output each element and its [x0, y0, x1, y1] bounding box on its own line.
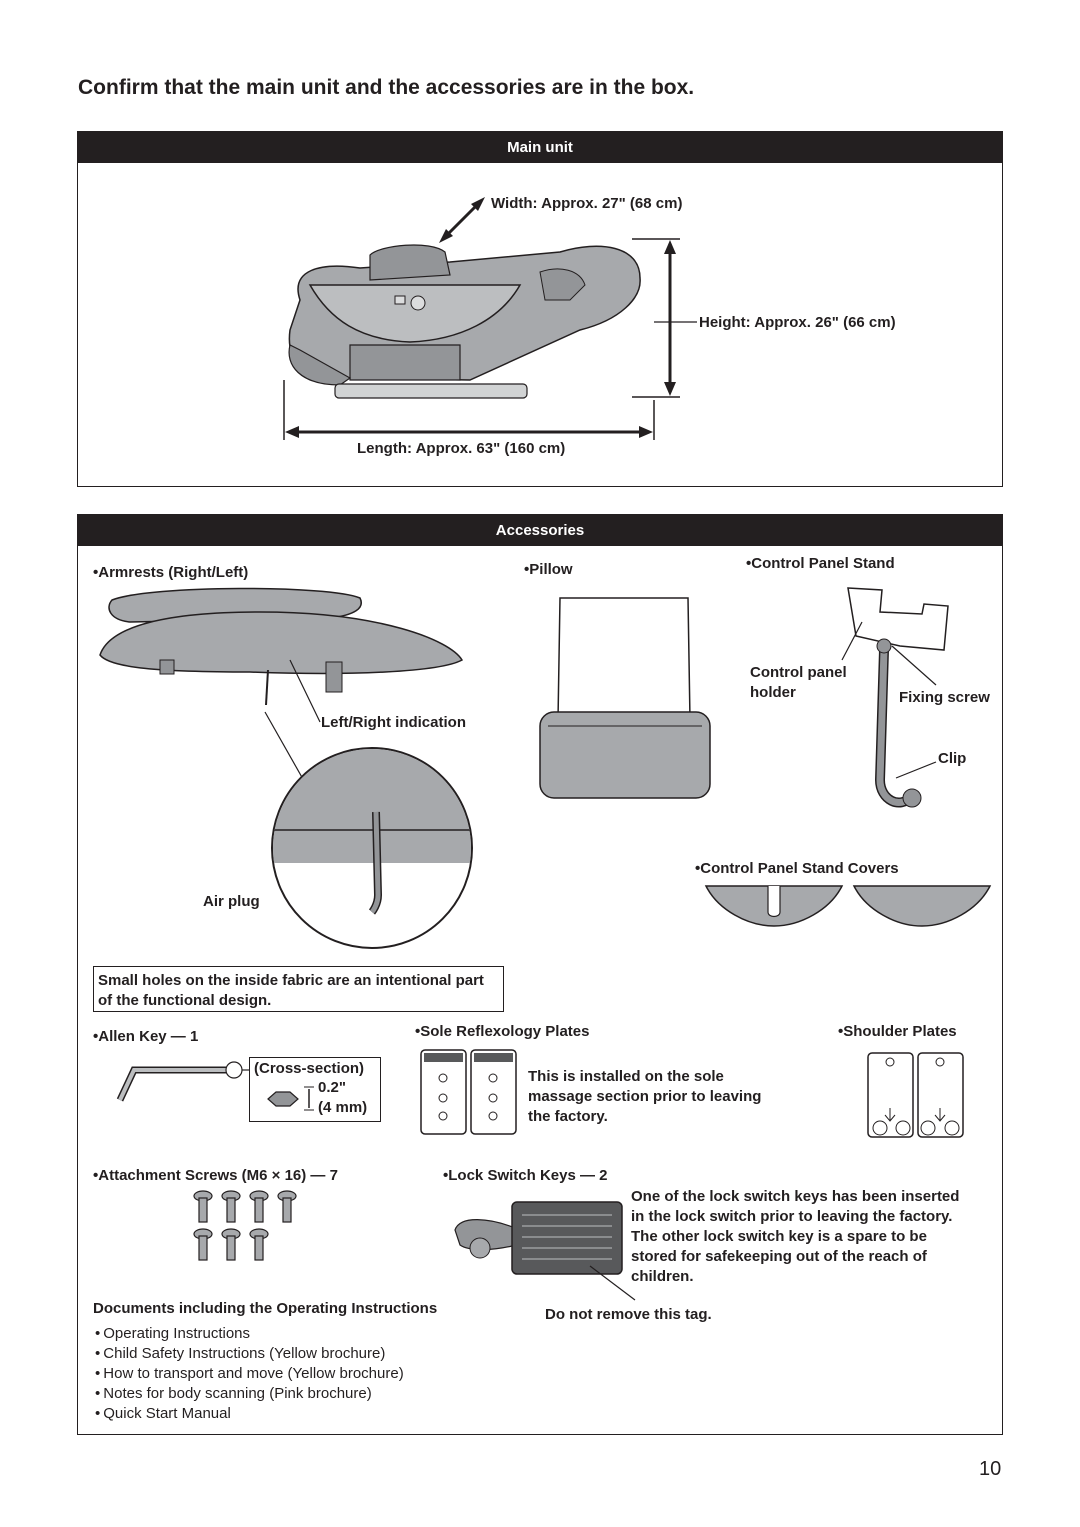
list-item: Operating Instructions: [95, 1324, 404, 1344]
allen-key-mm: (4 mm): [318, 1099, 368, 1116]
main-unit-section: Main unit: [77, 131, 1003, 487]
cross-section-label: (Cross-section): [254, 1060, 365, 1077]
screws-label: Attachment Screws (M6 × 16) — 7: [93, 1167, 338, 1184]
accessories-header: Accessories: [78, 515, 1002, 546]
list-item: How to transport and move (Yellow brochu…: [95, 1364, 403, 1384]
fabric-holes-note: Small holes on the inside fabric are an …: [93, 966, 504, 1012]
stand-covers-label: Control Panel Stand Covers: [695, 860, 898, 877]
tag-note-label: Do not remove this tag.: [545, 1306, 712, 1323]
height-label: Height: Approx. 26" (66 cm): [699, 314, 896, 331]
sole-plates-label: Sole Reflexology Plates: [415, 1023, 589, 1040]
fixing-screw-label: Fixing screw: [899, 689, 990, 706]
width-label: Width: Approx. 27" (68 cm): [491, 195, 683, 212]
sole-plates-description: This is installed on the sole massage se…: [528, 1068, 762, 1125]
accessories-section: Accessories: [77, 514, 1003, 1435]
main-unit-header: Main unit: [78, 132, 1002, 163]
allen-key-label: Allen Key — 1: [93, 1028, 198, 1045]
documents-heading: Documents including the Operating Instru…: [93, 1300, 438, 1317]
list-item: Quick Start Manual: [95, 1404, 404, 1424]
control-panel-stand-label: Control Panel Stand: [746, 555, 894, 572]
list-item: Notes for body scanning (Pink brochure): [95, 1384, 404, 1404]
lock-keys-label: Lock Switch Keys — 2: [443, 1167, 607, 1184]
length-label: Length: Approx. 63" (160 cm): [357, 440, 566, 457]
cross-section-box: [249, 1057, 381, 1122]
left-right-indication-label: Left/Right indication: [321, 714, 466, 731]
control-panel-holder-label: Control panel holder: [750, 664, 847, 701]
pillow-label: Pillow: [524, 561, 572, 578]
page-title: Confirm that the main unit and the acces…: [78, 76, 695, 99]
air-plug-label: Air plug: [203, 893, 260, 910]
armrests-label: Armrests (Right/Left): [93, 564, 248, 581]
list-item: Child Safety Instructions (Yellow brochu…: [95, 1344, 404, 1364]
allen-key-inch: 0.2": [318, 1079, 346, 1096]
shoulder-plates-label: Shoulder Plates: [838, 1023, 956, 1040]
page-number: 10: [979, 1458, 1002, 1480]
lock-keys-description: One of the lock switch keys has been ins…: [631, 1188, 960, 1285]
clip-label: Clip: [938, 750, 967, 767]
documents-list: Operating Instructions Child Safety Inst…: [95, 1324, 404, 1424]
